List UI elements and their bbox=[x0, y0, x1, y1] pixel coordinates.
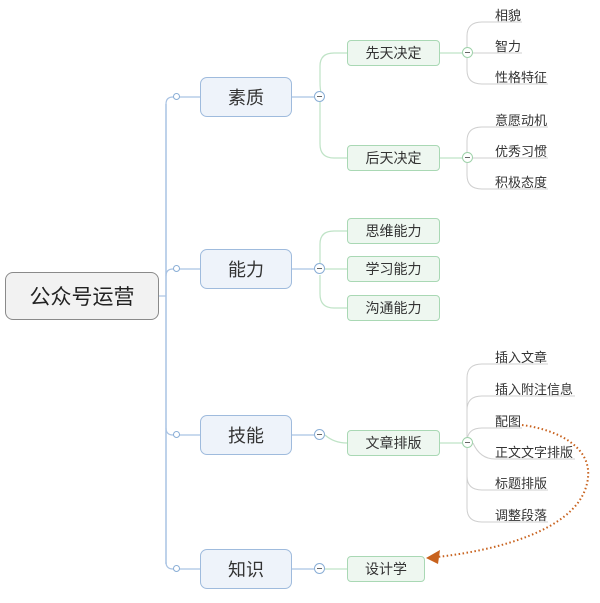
root-node-topic[interactable]: 公众号运营 bbox=[5, 272, 159, 320]
subtopic-label: 思维能力 bbox=[365, 224, 422, 240]
topic-label: 素质 bbox=[228, 88, 264, 109]
relationship-line bbox=[436, 424, 590, 558]
leaf-topic[interactable]: 配图 bbox=[495, 415, 522, 430]
subtopic-label: 设计学 bbox=[365, 562, 407, 578]
subtopic-houtian[interactable]: 后天决定 bbox=[347, 145, 440, 171]
leaf-topic[interactable]: 插入文章 bbox=[495, 351, 548, 366]
topic-nengli[interactable]: 能力 bbox=[200, 249, 292, 289]
subtopic-xiantian[interactable]: 先天决定 bbox=[347, 40, 440, 66]
link-zhishi bbox=[165, 561, 200, 570]
root-label: 公众号运营 bbox=[29, 285, 135, 309]
subtopic-label: 文章排版 bbox=[365, 436, 422, 452]
leaf-topic[interactable]: 正文文字排版 bbox=[495, 446, 574, 461]
collapse-toggle-icon[interactable] bbox=[462, 437, 473, 448]
leaf-topic[interactable]: 调整段落 bbox=[495, 509, 548, 524]
collapse-toggle-icon[interactable] bbox=[462, 47, 473, 58]
topic-jineng[interactable]: 技能 bbox=[200, 415, 292, 455]
collapse-toggle-icon[interactable] bbox=[314, 91, 325, 102]
subtopic-xuexi[interactable]: 学习能力 bbox=[347, 256, 440, 282]
subtopic-siwei[interactable]: 思维能力 bbox=[347, 218, 440, 244]
topic-label: 技能 bbox=[228, 426, 264, 447]
leaf-topic[interactable]: 智力 bbox=[495, 40, 522, 55]
subtopic-shejixue[interactable]: 设计学 bbox=[347, 556, 425, 582]
collapse-toggle-icon[interactable] bbox=[314, 429, 325, 440]
connector-dot bbox=[173, 565, 180, 572]
collapse-toggle-icon[interactable] bbox=[314, 263, 325, 274]
connector-dot bbox=[173, 431, 180, 438]
topic-label: 知识 bbox=[228, 560, 264, 581]
link-suzhi bbox=[165, 96, 200, 105]
link-nengli bbox=[165, 268, 200, 277]
collapse-toggle-icon[interactable] bbox=[462, 152, 473, 163]
leaf-topic[interactable]: 积极态度 bbox=[495, 176, 548, 191]
relationship-arrowhead bbox=[426, 550, 440, 564]
leaf-topic[interactable]: 插入附注信息 bbox=[495, 383, 574, 398]
subtopic-label: 学习能力 bbox=[365, 262, 422, 278]
leaf-topic[interactable]: 标题排版 bbox=[495, 477, 548, 492]
topic-suzhi[interactable]: 素质 bbox=[200, 77, 292, 117]
topic-label: 能力 bbox=[228, 260, 264, 281]
subtopic-goutong[interactable]: 沟通能力 bbox=[347, 295, 440, 321]
collapse-toggle-icon[interactable] bbox=[314, 563, 325, 574]
leaf-topic[interactable]: 意愿动机 bbox=[495, 114, 548, 129]
connector-dot bbox=[173, 265, 180, 272]
leaf-topic[interactable]: 优秀习惯 bbox=[495, 145, 548, 160]
subtopic-label: 先天决定 bbox=[365, 46, 422, 62]
leaf-topic[interactable]: 相貌 bbox=[495, 9, 522, 24]
connector-dot bbox=[173, 93, 180, 100]
subtopic-wenzhang-paiban[interactable]: 文章排版 bbox=[347, 430, 440, 456]
topic-zhishi[interactable]: 知识 bbox=[200, 549, 292, 589]
subtopic-label: 沟通能力 bbox=[365, 301, 422, 317]
link-jineng bbox=[165, 427, 200, 436]
leaf-topic[interactable]: 性格特征 bbox=[495, 71, 548, 86]
subtopic-label: 后天决定 bbox=[365, 151, 422, 167]
